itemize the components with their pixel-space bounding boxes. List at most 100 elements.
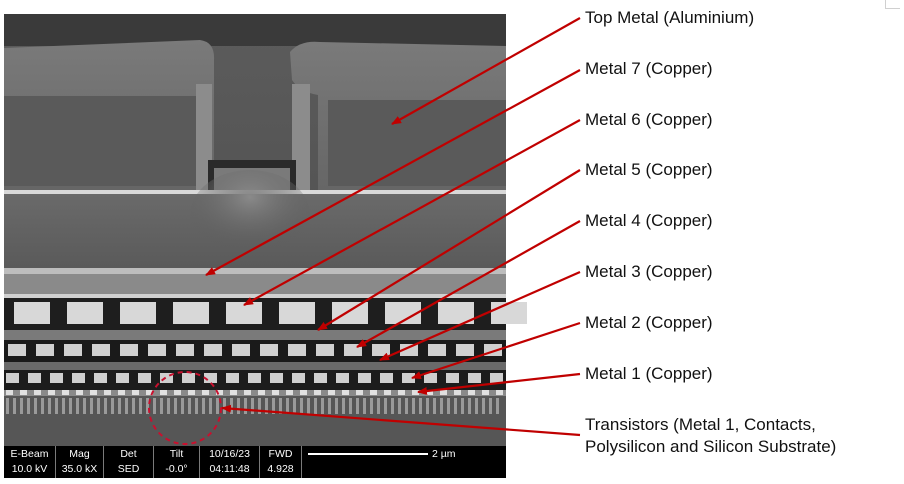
metal-1-line	[440, 390, 447, 395]
metal-1-line	[48, 390, 55, 395]
gate-line	[377, 398, 380, 414]
databar-tilt-header: Tilt	[169, 448, 184, 460]
gate-line	[132, 398, 135, 414]
label-metal-4: Metal 4 (Copper)	[585, 211, 713, 230]
metal-5-lines	[8, 344, 502, 356]
gate-line	[405, 398, 408, 414]
gate-line	[69, 398, 72, 414]
gate-line	[181, 398, 184, 414]
gate-line	[398, 398, 401, 414]
arrow-metal-4	[356, 220, 581, 348]
metal-1-line	[160, 390, 167, 395]
metal-5-line	[120, 344, 138, 356]
metal-5-line	[316, 344, 334, 356]
gate-line	[279, 398, 282, 414]
arrow-metal-6	[243, 119, 581, 306]
databar-time: 04:11:48	[209, 463, 250, 475]
metal-5-line	[8, 344, 26, 356]
metal-5-line	[148, 344, 166, 356]
gate-line	[468, 398, 471, 414]
metal-1-line	[132, 390, 139, 395]
metal-6-line	[67, 302, 103, 324]
metal-3-line	[248, 373, 261, 383]
gate-line	[34, 398, 37, 414]
gate-line	[20, 398, 23, 414]
databar-fwd: FWD 4.928	[260, 446, 302, 478]
gate-line	[6, 398, 9, 414]
gate-line	[62, 398, 65, 414]
metal-1-line	[384, 390, 391, 395]
metal-6-line	[14, 302, 50, 324]
metal-6-line	[332, 302, 368, 324]
databar-ebeam-value: 10.0 kV	[11, 463, 48, 475]
metal-3-line	[72, 373, 85, 383]
metal-5-line	[456, 344, 474, 356]
gate-line	[188, 398, 191, 414]
gate-line	[216, 398, 219, 414]
gate-line	[146, 398, 149, 414]
metal-3-line	[358, 373, 371, 383]
gate-line	[419, 398, 422, 414]
gate-line	[111, 398, 114, 414]
label-metal-5: Metal 5 (Copper)	[585, 160, 713, 179]
metal-1-line	[426, 390, 433, 395]
gate-line	[440, 398, 443, 414]
gate-line	[426, 398, 429, 414]
label-transistors: Transistors (Metal 1, Contacts, Polysili…	[585, 414, 836, 458]
gate-line	[447, 398, 450, 414]
gate-line	[363, 398, 366, 414]
gate-line	[209, 398, 212, 414]
label-metal-3: Metal 3 (Copper)	[585, 262, 713, 281]
annotation-arrows	[205, 17, 581, 437]
gate-line	[90, 398, 93, 414]
label-metal-2: Metal 2 (Copper)	[585, 313, 713, 332]
metal-6-line	[385, 302, 421, 324]
gate-line	[160, 398, 163, 414]
metal-1-line	[454, 390, 461, 395]
label-top-metal: Top Metal (Aluminium)	[585, 8, 755, 27]
databar-det: Det SED	[104, 446, 154, 478]
gate-line	[223, 398, 226, 414]
metal-6-line	[226, 302, 262, 324]
metal-7-layer	[4, 268, 506, 298]
metal-1-line	[412, 390, 419, 395]
gate-line	[125, 398, 128, 414]
gate-line	[433, 398, 436, 414]
databar-date: 10/16/23	[209, 448, 250, 460]
metal-1-line	[496, 390, 503, 395]
gate-line	[328, 398, 331, 414]
gate-line	[41, 398, 44, 414]
gate-line	[412, 398, 415, 414]
metal-3-line	[292, 373, 305, 383]
gate-line	[104, 398, 107, 414]
gate-line	[335, 398, 338, 414]
metal-3-line	[116, 373, 129, 383]
metal-5-line	[372, 344, 390, 356]
metal-5-line	[260, 344, 278, 356]
metal-1-line	[6, 390, 13, 395]
gate-line	[370, 398, 373, 414]
gate-line	[55, 398, 58, 414]
gate-line	[384, 398, 387, 414]
gate-line	[167, 398, 170, 414]
scale-bar	[308, 453, 428, 455]
metal-1-line	[118, 390, 125, 395]
gate-line	[342, 398, 345, 414]
arrow-metal-3	[379, 270, 581, 362]
metal-3-line	[380, 373, 393, 383]
gate-line	[118, 398, 121, 414]
metal-6-line	[491, 302, 527, 324]
metal-5-line	[428, 344, 446, 356]
gate-line	[293, 398, 296, 414]
metal-1-line	[342, 390, 349, 395]
databar-det-value: SED	[117, 463, 140, 475]
metal-1-line	[174, 390, 181, 395]
label-transistors-line2: Polysilicon and Silicon Substrate)	[585, 437, 837, 456]
gate-line	[314, 398, 317, 414]
metal-3-line	[314, 373, 327, 383]
metal-3-line	[490, 373, 503, 383]
metal-6-line	[173, 302, 209, 324]
arrow-transistors	[221, 404, 581, 437]
metal-1-line	[104, 390, 111, 395]
